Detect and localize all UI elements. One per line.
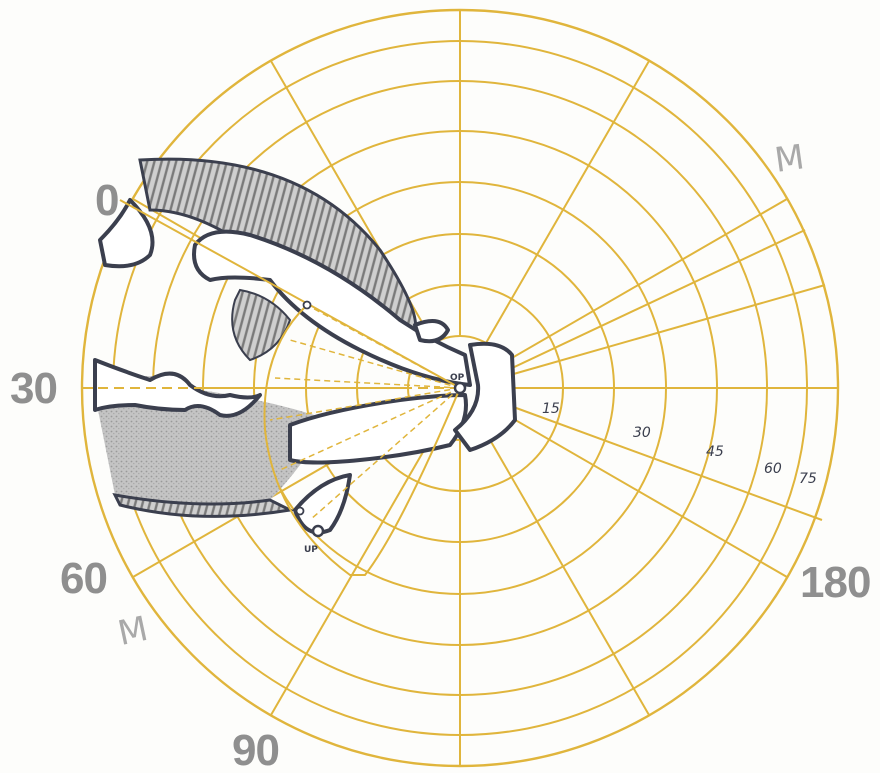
center-label: OP — [450, 373, 465, 383]
spoke-300 — [485, 432, 650, 716]
m-label-upper-right: M — [772, 137, 807, 181]
spoke-16 — [509, 284, 826, 376]
label-90: 90 — [232, 726, 279, 773]
outline-right-cap — [453, 341, 517, 452]
label-0: 0 — [95, 176, 118, 225]
outline-upper-arm — [192, 229, 472, 387]
outer-labels: 0 30 60 90 180 — [10, 176, 871, 773]
spoke-340 — [507, 404, 823, 521]
scale-30: 30 — [633, 425, 651, 441]
scale-45: 45 — [706, 444, 724, 460]
radial-scale: 15 30 45 60 75 — [542, 401, 817, 487]
point-labels: UP OP — [304, 373, 465, 555]
fan-dash-3 — [274, 377, 461, 389]
markers — [295, 300, 467, 538]
outline-left-top — [98, 198, 155, 269]
spoke-24 — [507, 229, 806, 371]
spoke-30 — [504, 198, 788, 363]
fan-dash-1 — [306, 304, 461, 389]
grid-spokes — [82, 10, 838, 766]
bone-outlines — [93, 198, 517, 535]
inner-hatched-region — [231, 288, 292, 362]
label-30: 30 — [10, 364, 57, 413]
reference-fan — [90, 199, 461, 576]
fan-dash-5 — [279, 387, 461, 471]
up-label: UP — [304, 545, 318, 555]
label-60: 60 — [60, 554, 107, 603]
scale-75: 75 — [799, 471, 817, 487]
outline-notch — [413, 319, 450, 344]
spoke-60 — [485, 60, 650, 344]
fan-dash-4 — [269, 387, 461, 421]
pivot-point-upper — [302, 300, 312, 310]
fan-outline — [263, 304, 461, 576]
up-point — [311, 524, 325, 538]
scale-60: 60 — [764, 461, 782, 477]
label-180: 180 — [800, 558, 870, 607]
center-point — [453, 381, 467, 395]
spoke-330 — [504, 413, 788, 578]
outline-left-mid — [93, 358, 262, 418]
scale-15: 15 — [542, 401, 560, 417]
m-labels: M M — [114, 137, 806, 654]
fan-dash-6 — [309, 387, 461, 521]
m-label-lower-left: M — [114, 609, 151, 654]
outline-lower-arm — [288, 393, 468, 465]
pivot-point-lower — [295, 506, 305, 516]
outline-lower-tab — [293, 473, 352, 535]
